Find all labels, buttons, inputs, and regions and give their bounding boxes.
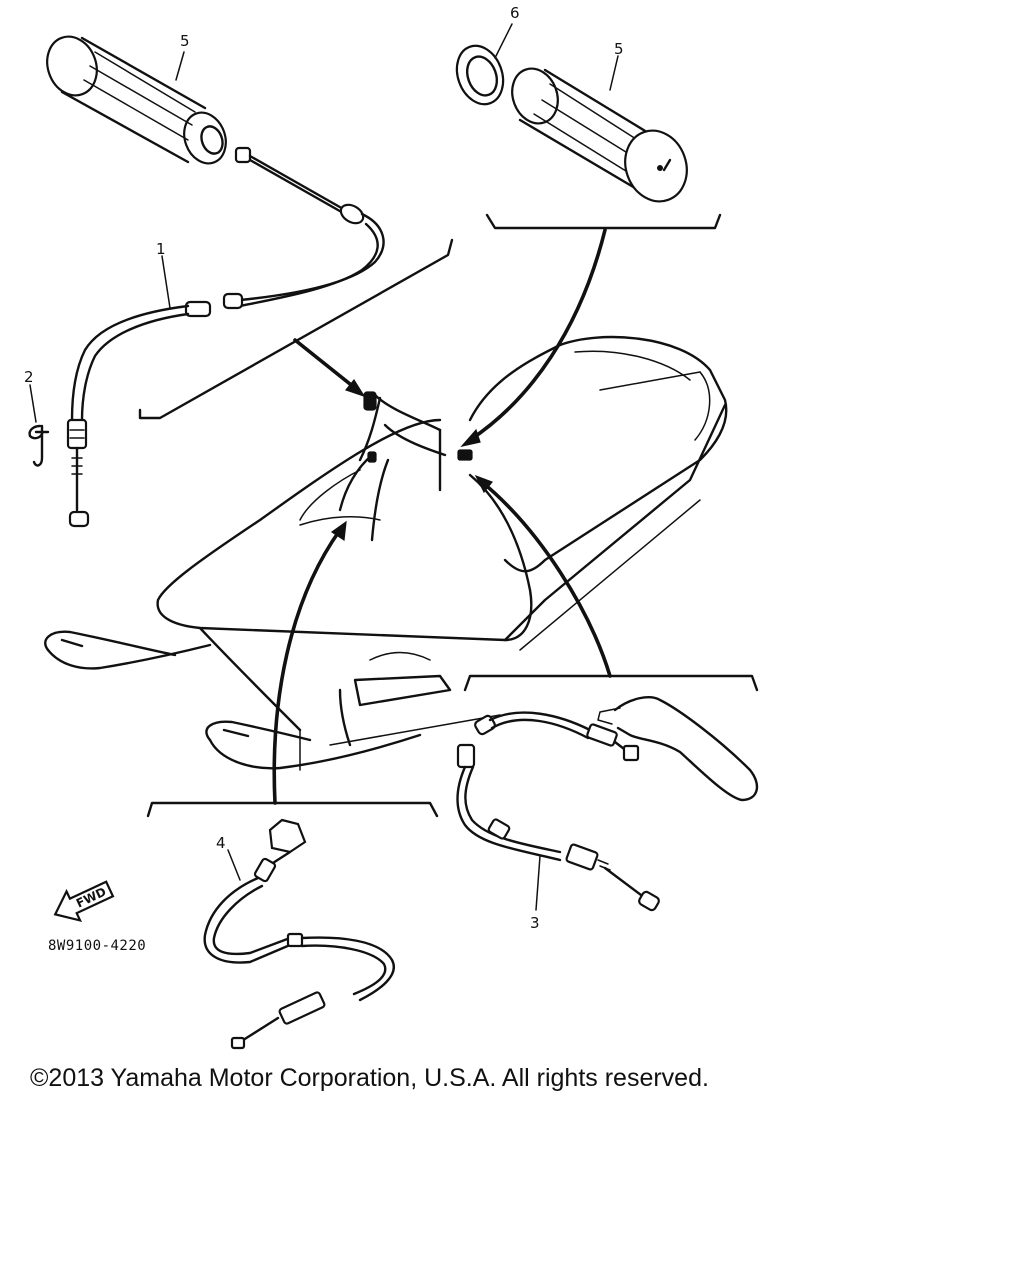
snowmobile-outline xyxy=(44,335,728,771)
callout-4: 4 xyxy=(216,834,226,852)
parts-diagram: 5 1 2 6 5 3 4 FWD 8W9100-4220 xyxy=(24,4,759,1050)
callout-3: 3 xyxy=(530,914,540,932)
right-handlebar-grip xyxy=(455,44,688,203)
choke-cable xyxy=(203,818,395,1050)
callout-leaders xyxy=(29,23,619,911)
leader-arrows xyxy=(272,228,612,805)
callout-5-left: 5 xyxy=(180,32,190,50)
forward-arrow-icon xyxy=(53,880,115,923)
callout-5-right: 5 xyxy=(614,40,624,58)
brake-cable xyxy=(456,711,660,912)
brake-lever xyxy=(597,696,759,802)
throttle-cable xyxy=(66,146,385,528)
callout-1: 1 xyxy=(156,240,166,258)
callout-6: 6 xyxy=(510,4,520,22)
diagram-code: 8W9100-4220 xyxy=(48,938,146,954)
cable-clip xyxy=(28,424,50,467)
callout-2: 2 xyxy=(24,368,34,386)
left-handlebar-grip xyxy=(46,35,227,165)
copyright-notice: ©2013 Yamaha Motor Corporation, U.S.A. A… xyxy=(30,1064,709,1092)
